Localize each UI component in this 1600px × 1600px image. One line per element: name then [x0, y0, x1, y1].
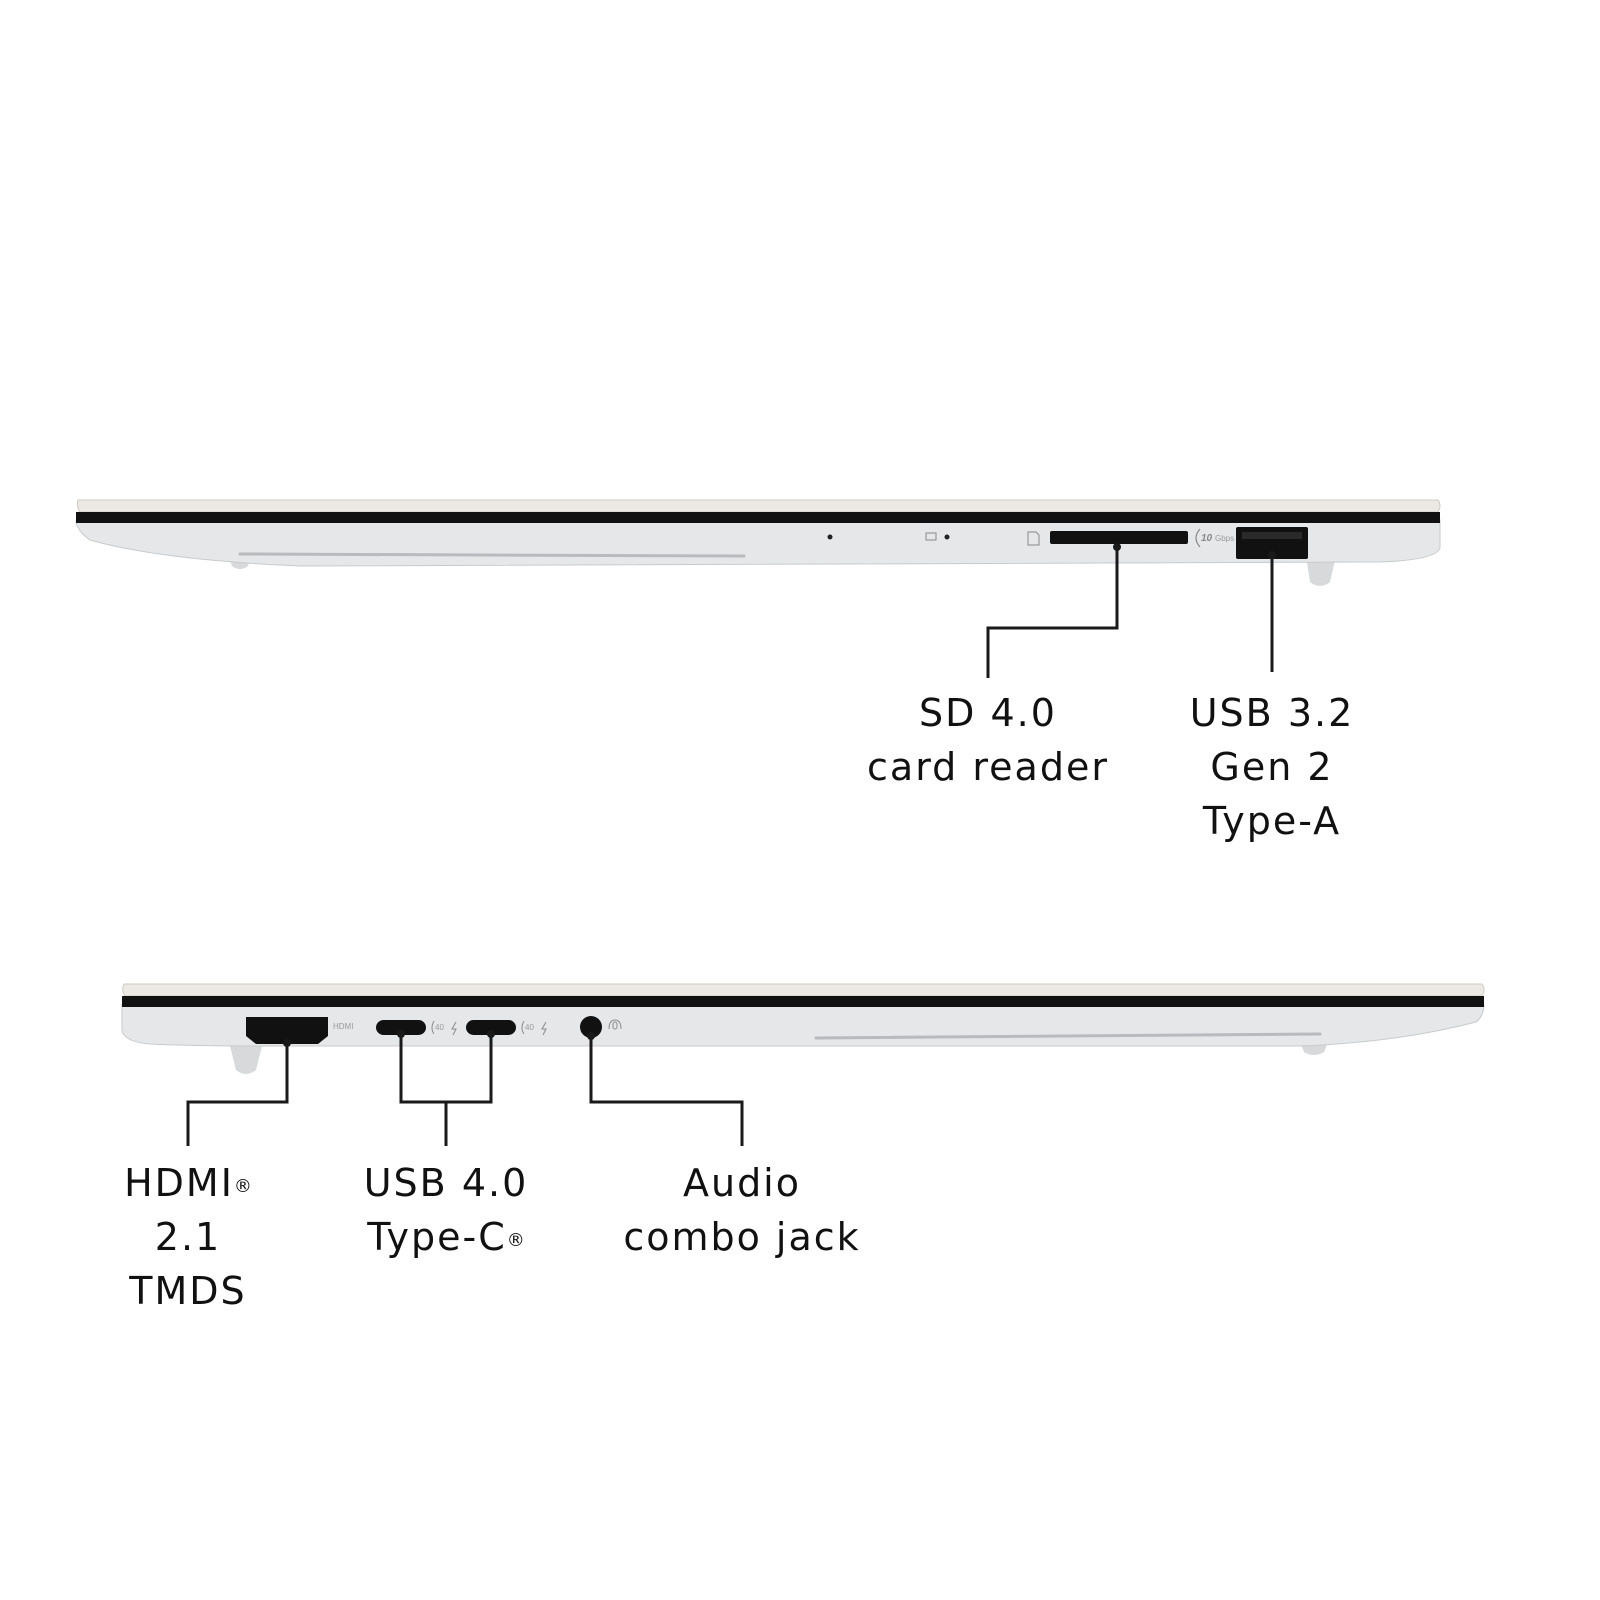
callout-usba-line-2: Gen 2: [1210, 745, 1334, 789]
vent-slot-left: [814, 1032, 1322, 1040]
audio-jack: [580, 1016, 602, 1038]
callout-usb-c: USB 4.0 Type-C®: [326, 1156, 566, 1264]
sd-leader-dot: [1113, 543, 1121, 551]
laptop-left-side-view: HDMI 40 40: [121, 983, 1485, 1074]
callout-sd-line-1: SD 4.0: [919, 691, 1057, 735]
thunderbolt-marking-1: 40: [431, 1020, 457, 1036]
callout-hdmi-reg-mark: ®: [233, 1176, 252, 1197]
hdmi-marking: HDMI: [333, 1022, 353, 1031]
usb-a-port-tongue: [1242, 532, 1302, 539]
audio-leader-dot: [587, 1032, 595, 1040]
callout-usbc-reg-mark: ®: [506, 1230, 525, 1251]
callout-hdmi-line-1: HDMI: [124, 1161, 234, 1205]
front-foot: [1306, 556, 1336, 586]
callout-audio-line-1: Audio: [682, 1161, 801, 1205]
left-side-leader-lines: [186, 1030, 744, 1146]
thunderbolt-marking-2: 40: [521, 1020, 547, 1036]
sd-card-icon: [1027, 531, 1040, 546]
usb-speed-unit: Gbps: [1215, 534, 1234, 543]
callout-usbc-line-2: Type-C: [367, 1215, 507, 1259]
battery-led-icon: [925, 532, 950, 541]
hdmi-leader-line: [186, 1043, 289, 1146]
callout-hdmi-line-2: 2.1: [154, 1215, 222, 1259]
callout-hdmi: HDMI® 2.1 TMDS: [78, 1156, 298, 1318]
laptop-base: [75, 519, 1441, 567]
lid-gap-left: [122, 996, 1484, 1007]
laptop-lid: [76, 499, 1441, 513]
lid-gap: [76, 512, 1440, 523]
usb-c-port-1: [376, 1020, 426, 1035]
usb-speed-marking: 10 Gbps: [1195, 528, 1234, 548]
callout-audio-jack: Audio combo jack: [597, 1156, 887, 1264]
usb-c-port-2: [466, 1020, 516, 1035]
usba-leader-dot: [1268, 551, 1276, 559]
usbc-leader-dot-2: [487, 1030, 495, 1038]
hdmi-port: [246, 1017, 328, 1044]
callout-sd-card-reader: SD 4.0 card reader: [838, 686, 1138, 794]
tb-speed-1: 40: [435, 1023, 444, 1032]
callout-usbc-line-1: USB 4.0: [363, 1161, 529, 1205]
status-led: [827, 534, 833, 540]
callout-sd-line-2: card reader: [867, 745, 1109, 789]
headset-icon: [608, 1019, 622, 1030]
right-side-leader-lines: [986, 543, 1276, 678]
vent-slot: [238, 552, 746, 558]
callout-audio-line-2: combo jack: [623, 1215, 861, 1259]
usb-speed-value: 10: [1201, 533, 1213, 544]
hdmi-leader-dot: [283, 1039, 291, 1047]
front-foot-left: [230, 1046, 262, 1074]
callout-usba-line-1: USB 3.2: [1189, 691, 1355, 735]
sd-card-slot: [1050, 531, 1188, 544]
callout-usb-a: USB 3.2 Gen 2 Type-A: [1152, 686, 1392, 848]
laptop-lid-left: [122, 983, 1485, 997]
audio-leader-line: [589, 1036, 744, 1146]
laptop-right-side-view: 10 Gbps: [75, 499, 1441, 586]
sd-leader-line: [986, 547, 1119, 678]
callout-usba-line-3: Type-A: [1202, 799, 1342, 843]
tb-speed-2: 40: [525, 1023, 534, 1032]
callout-hdmi-line-3: TMDS: [129, 1269, 247, 1313]
usbc-leader-dot-1: [397, 1030, 405, 1038]
